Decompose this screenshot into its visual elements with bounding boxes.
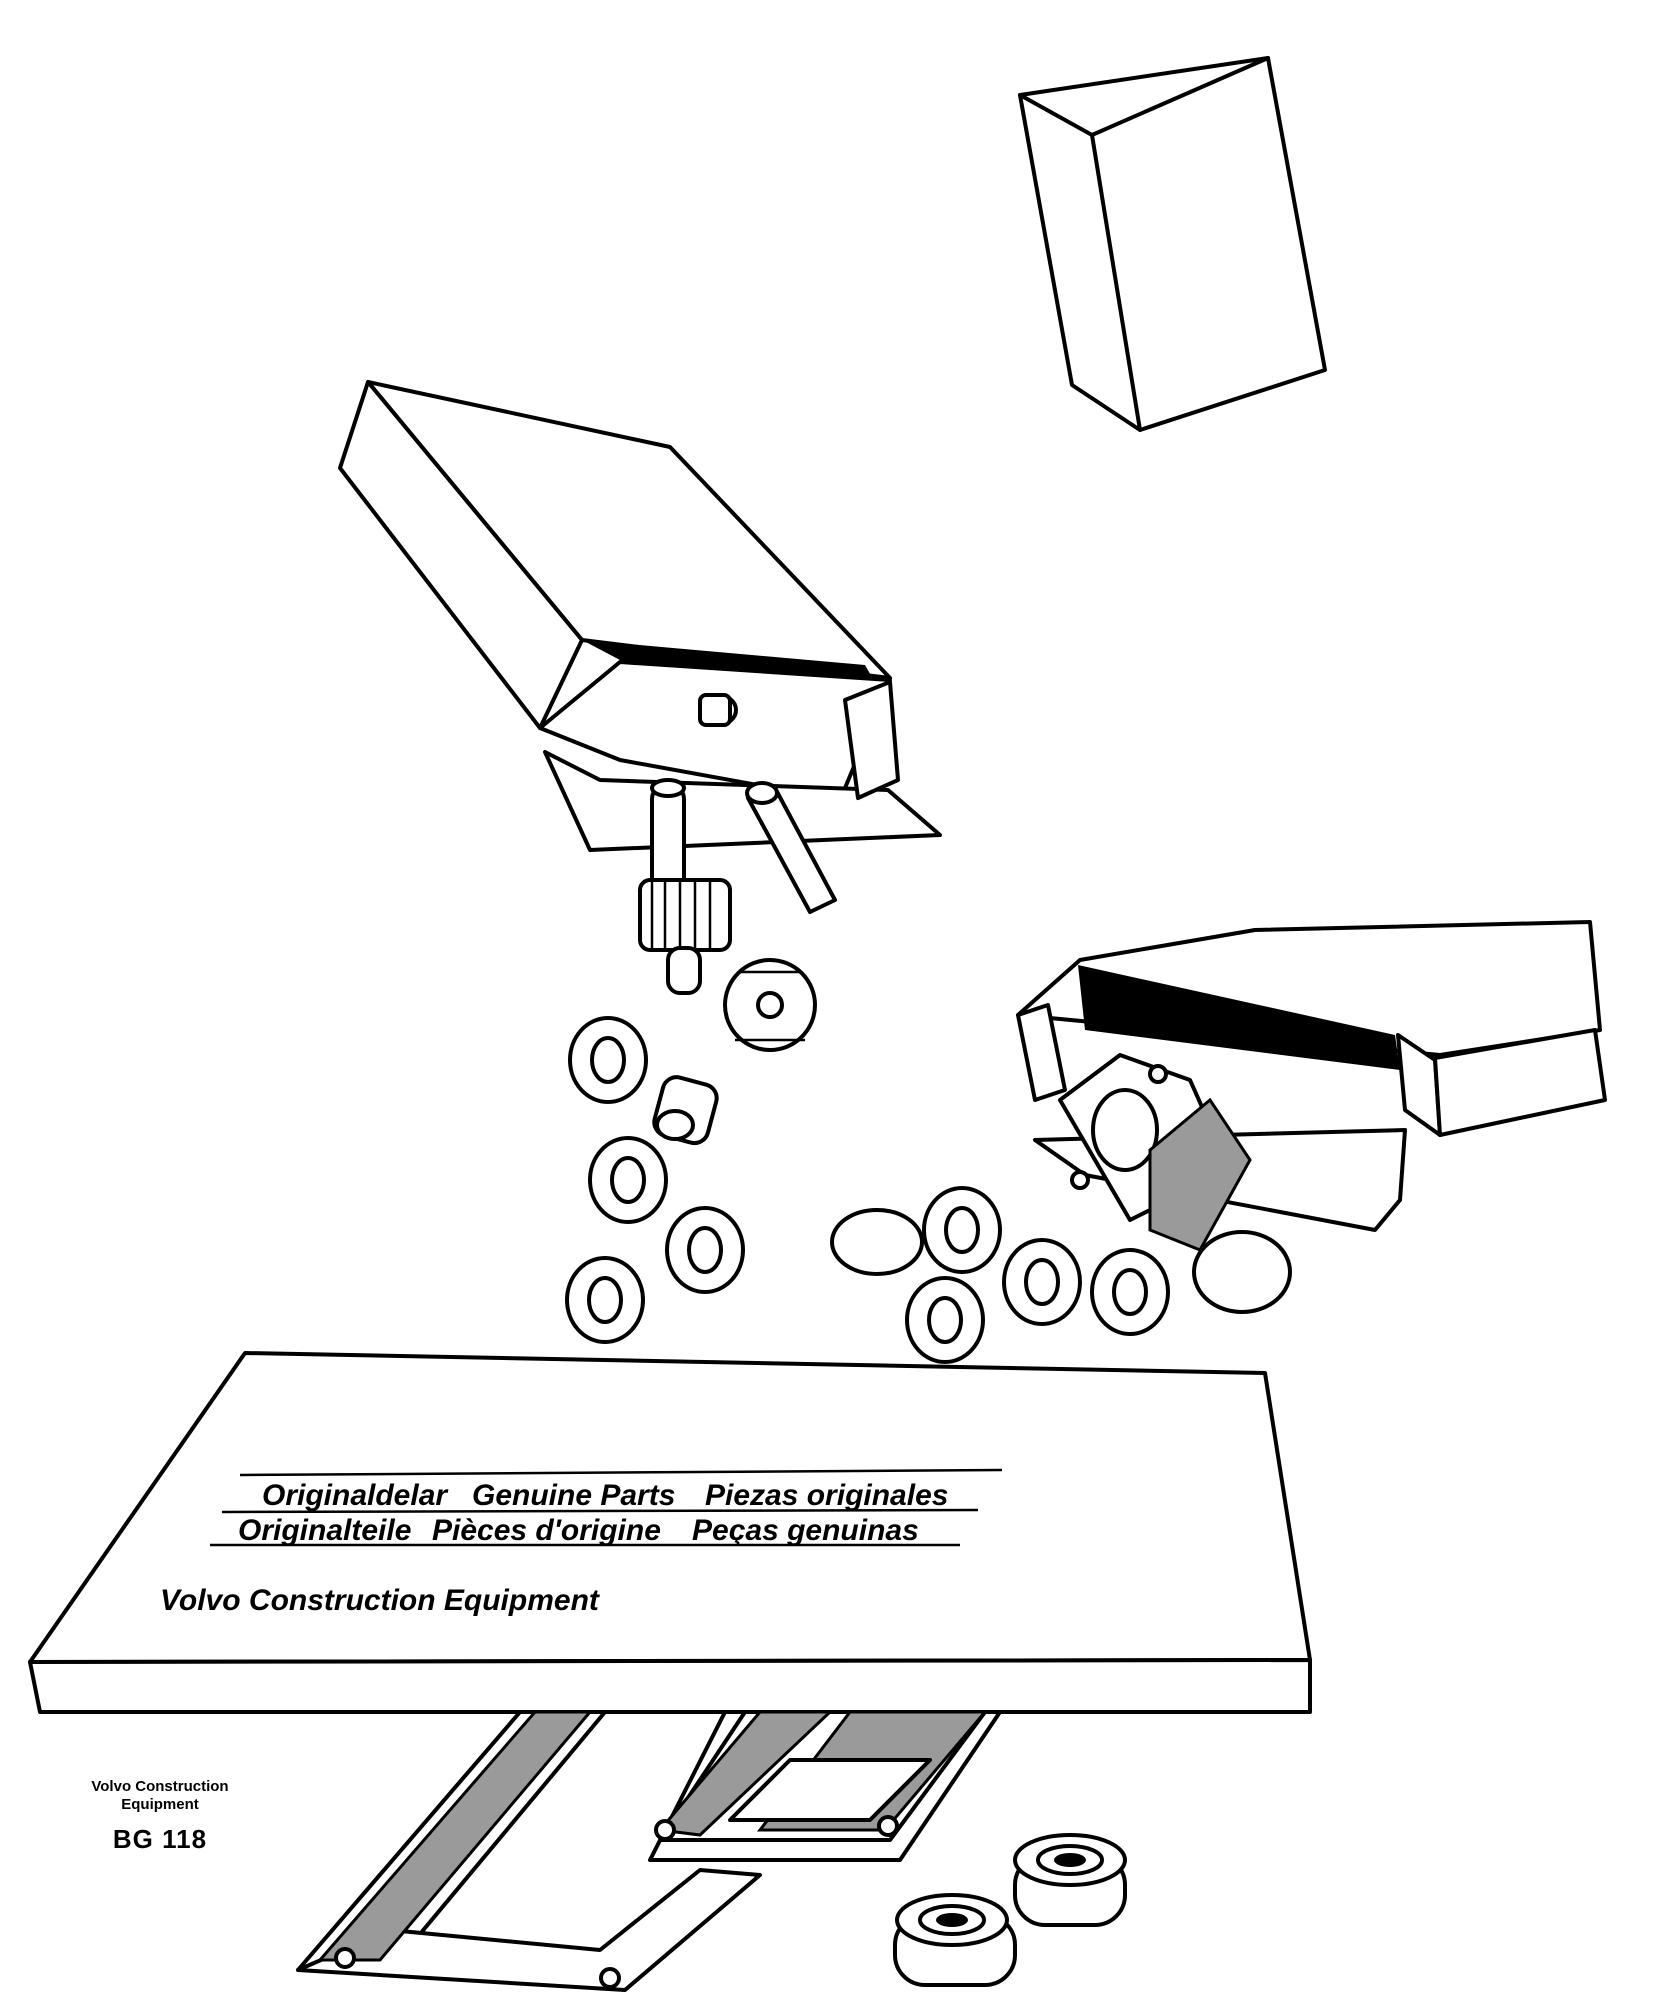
washers-and-seals (565, 1016, 1292, 1364)
open-parts-box-right (1016, 920, 1607, 1252)
panel-text-originalteile: Originalteile (238, 1514, 411, 1547)
genuine-parts-panel: Originaldelar Genuine Parts Piezas origi… (28, 1351, 1312, 1714)
panel-text-genuine-parts: Genuine Parts (472, 1479, 675, 1512)
panel-text-piezas-originales: Piezas originales (705, 1479, 948, 1512)
closed-parts-box (1018, 56, 1327, 432)
open-parts-box-left (338, 380, 942, 852)
panel-text-pecas-genuinas: Peças genuinas (692, 1514, 919, 1547)
figure-caption: Volvo Construction Equipment BG 118 (70, 1778, 250, 1854)
panel-text-brand: Volvo Construction Equipment (160, 1584, 601, 1617)
cover-gaskets (296, 1710, 1002, 1992)
bushing (652, 1075, 719, 1146)
gear-shaft (638, 878, 732, 995)
caption-company-line1: Volvo Construction (91, 1778, 229, 1795)
panel-text-pieces-d-origine: Pièces d'origine (432, 1514, 661, 1547)
ball-bearings (893, 1833, 1127, 1987)
panel-text-originaldelar: Originaldelar (262, 1479, 449, 1512)
caption-company-line2: Equipment (121, 1796, 199, 1813)
flange-gasket (1058, 1053, 1252, 1252)
pins-and-gears (638, 778, 837, 1052)
caption-code: BG 118 (112, 1824, 208, 1854)
gear-wheel (723, 958, 817, 1052)
